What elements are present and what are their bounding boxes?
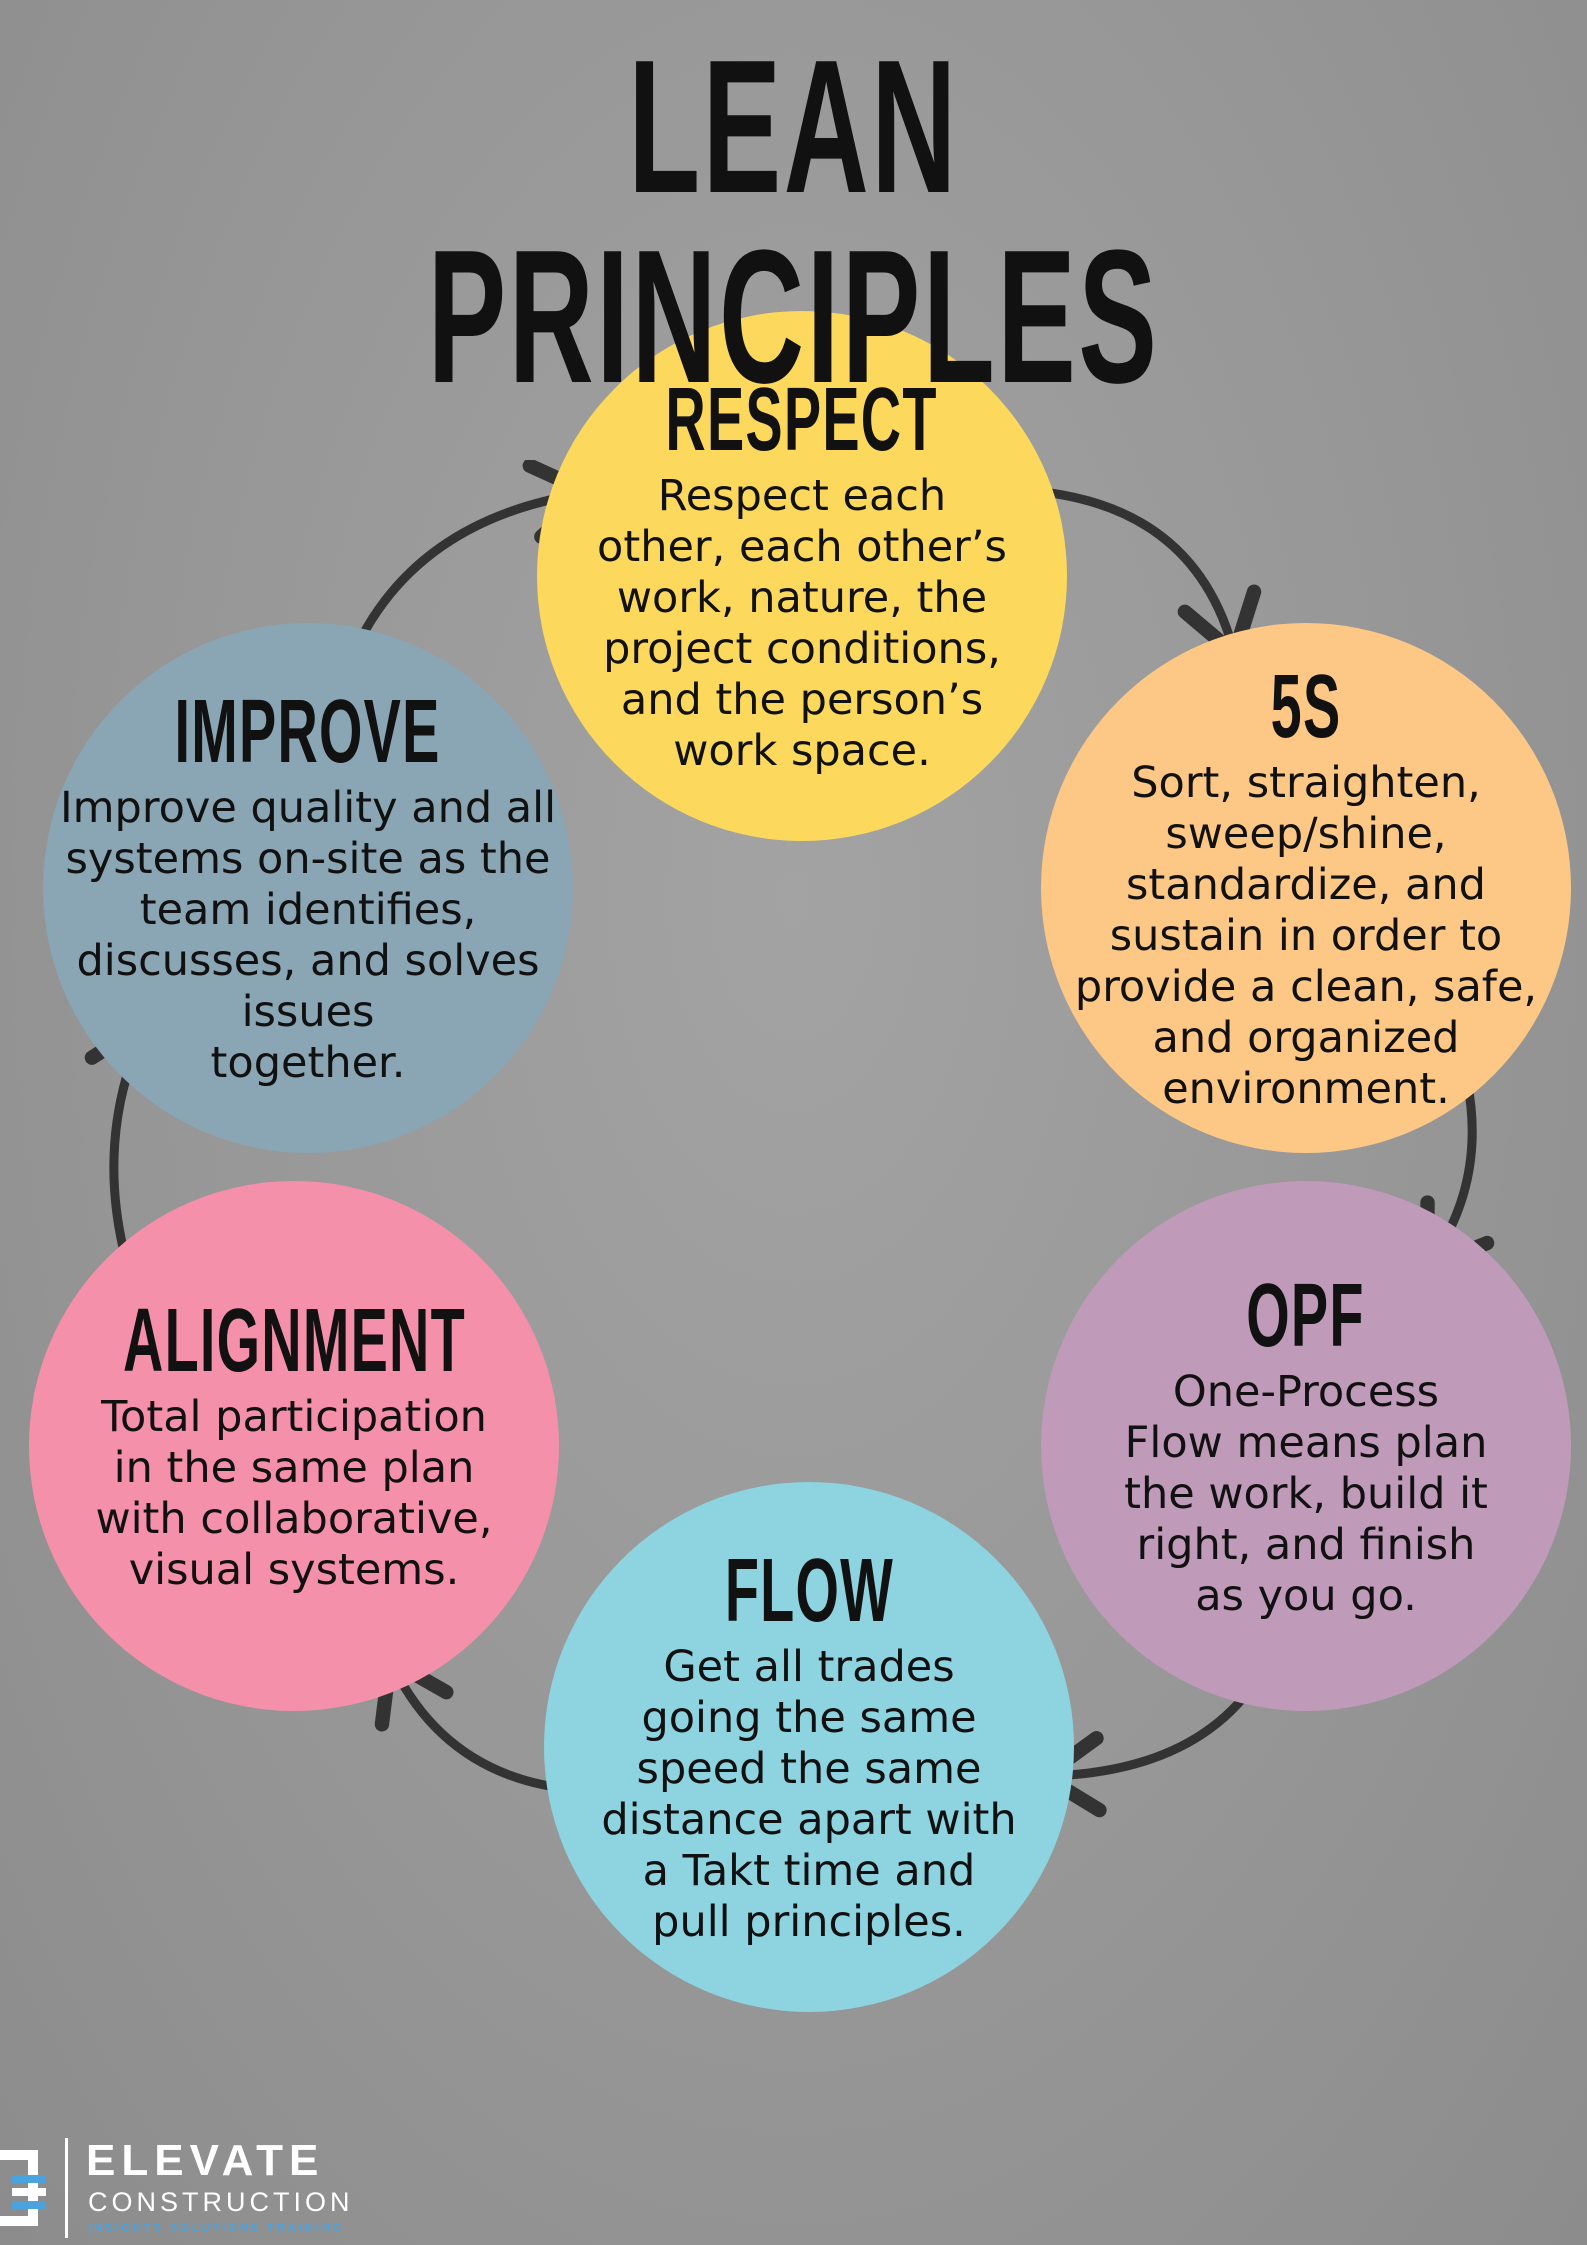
arrow-respect-to-5s (1015, 485, 1262, 661)
description-line: environment. (1162, 1063, 1450, 1114)
description-line: team identifies, (139, 885, 477, 935)
page-title: LEAN PRINCIPLES (427, 21, 1160, 423)
description-line: One-Process (1172, 1366, 1440, 1417)
description-line: speed the same (636, 1744, 982, 1794)
description-line: sweep/shine, (1165, 808, 1447, 859)
logo-tagline: INSIGHTS SOLUTIONS TRAINING (88, 2222, 345, 2234)
principle-heading: IMPROVE (174, 682, 442, 782)
description-line: and organized (1152, 1012, 1460, 1063)
description-line: right, and finish (1136, 1519, 1476, 1570)
logo-sub: CONSTRUCTION (88, 2187, 354, 2217)
description-line: discusses, and solves (76, 936, 540, 986)
description-line: with collaborative, (95, 1494, 493, 1544)
description-line: Get all trades (663, 1642, 955, 1692)
principle-heading: OPF (1246, 1265, 1366, 1366)
logo-bar (12, 2175, 46, 2183)
description-line: going the same (641, 1693, 977, 1743)
description-line: provide a clean, safe, (1074, 961, 1538, 1012)
principle-description: Sort, straighten,sweep/shine,standardize… (1075, 758, 1537, 1115)
logo-divider (65, 2138, 68, 2238)
logo-brand: ELEVATE (86, 2136, 325, 2185)
description-line: Respect each (657, 471, 947, 521)
principle-heading: FLOW (724, 1541, 894, 1641)
description-line: visual systems. (128, 1545, 460, 1595)
principle-heading: ALIGNMENT (122, 1291, 466, 1391)
description-line: sustain in order to (1109, 910, 1503, 961)
description-line: and the person’s (620, 675, 984, 725)
description-line: project conditions, (603, 624, 1001, 674)
description-line: Flow means plan (1124, 1417, 1488, 1468)
arrow-improve-to-respect (353, 460, 597, 649)
description-line: work, nature, the (616, 573, 988, 623)
description-line: Total participation (101, 1392, 487, 1442)
description-line: Improve quality and all (59, 783, 557, 833)
principle-heading: RESPECT (665, 370, 939, 470)
description-line: a Takt time and (642, 1846, 976, 1896)
principle-heading: 5S (1270, 656, 1342, 757)
description-line: work space. (673, 726, 931, 776)
description-line: distance apart with (601, 1795, 1017, 1845)
description-line: the work, build it (1124, 1468, 1488, 1519)
description-line: issues (241, 987, 375, 1037)
description-line: pull principles. (652, 1897, 966, 1947)
description-line: systems on-site as the (65, 834, 551, 884)
logo-bar (12, 2201, 46, 2209)
description-line: together. (210, 1038, 406, 1088)
description-line: as you go. (1195, 1570, 1417, 1621)
description-line: standardize, and (1126, 859, 1486, 910)
logo-bar (12, 2188, 46, 2196)
description-line: other, each other’s (597, 522, 1007, 572)
description-line: Sort, straighten, (1131, 757, 1481, 808)
elevate-construction-logo: ELEVATE CONSTRUCTION INSIGHTS SOLUTIONS … (0, 2132, 360, 2240)
description-line: in the same plan (113, 1443, 475, 1493)
